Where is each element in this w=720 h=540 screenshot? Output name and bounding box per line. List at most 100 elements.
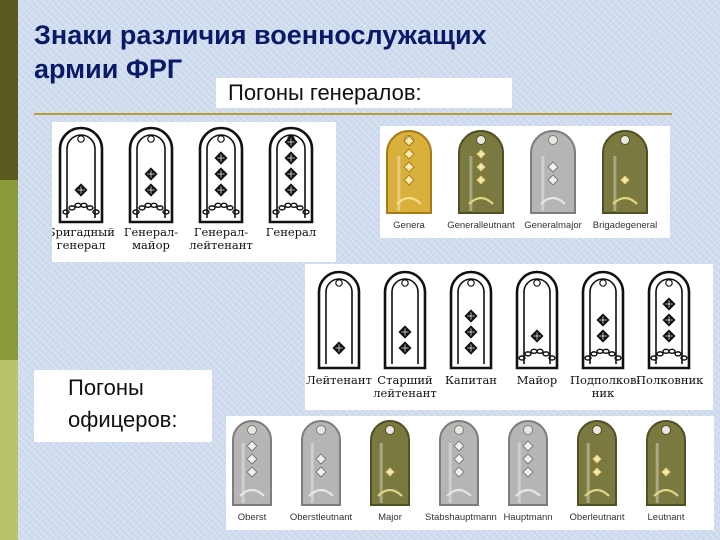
wreath-icon xyxy=(540,196,566,205)
caption-line-1: Генерал- xyxy=(193,225,249,239)
shoulder-board xyxy=(268,126,314,229)
wreath-icon xyxy=(396,196,422,205)
pip-icon xyxy=(522,453,534,465)
pip-icon xyxy=(475,148,487,160)
shoulder-board xyxy=(449,270,493,375)
board-caption: Oberst xyxy=(226,512,286,523)
pip-icon xyxy=(403,135,415,147)
button-icon xyxy=(217,135,225,143)
shoulder-board xyxy=(577,420,617,511)
pip-icon xyxy=(403,148,415,160)
board-caption: Stabshauptmann xyxy=(425,512,497,523)
chain-wreath-icon xyxy=(202,202,240,215)
pip-icon xyxy=(403,174,415,186)
board-caption: Генерал-лейтенант xyxy=(187,226,255,252)
button-icon xyxy=(661,425,671,435)
board-caption: Капитан xyxy=(438,374,504,387)
shoulder-board xyxy=(530,130,576,219)
board-caption: Генерал xyxy=(257,226,325,239)
shoulder-board xyxy=(439,420,479,511)
officers-heading-line-2: офицеров: xyxy=(68,407,178,432)
shoulder-board xyxy=(232,420,272,511)
caption-line-1: Stabshauptmann xyxy=(425,512,497,523)
shoulder-board xyxy=(646,420,686,511)
title-underline xyxy=(34,113,672,115)
pip-icon xyxy=(332,341,346,355)
button-icon xyxy=(385,425,395,435)
title-line-2: армии ФРГ xyxy=(34,54,183,84)
wreath-icon xyxy=(612,196,638,205)
pip-icon xyxy=(662,297,676,311)
sidebar-band-mid xyxy=(0,180,18,360)
caption-line-1: Oberleutnant xyxy=(569,512,625,523)
pip-icon xyxy=(619,174,631,186)
pip-icon xyxy=(144,167,158,181)
button-icon xyxy=(401,279,409,287)
wreath-icon xyxy=(515,488,541,497)
button-icon xyxy=(247,425,257,435)
wreath-icon xyxy=(584,488,610,497)
board-caption: Generalleutnant xyxy=(445,220,517,231)
pip-icon xyxy=(284,183,298,197)
shoulder-board xyxy=(581,270,625,375)
caption-line-1: Oberstleutnant xyxy=(289,512,353,523)
wreath-icon xyxy=(653,488,679,497)
caption-line-1: Генерал xyxy=(265,225,317,239)
shoulder-board xyxy=(647,270,691,375)
shoulder-board xyxy=(370,420,410,511)
shoulder-board xyxy=(128,126,174,229)
slide-title: Знаки различия военнослужащих армии ФРГ xyxy=(34,18,594,86)
pip-icon xyxy=(547,174,559,186)
caption-line-1: Major xyxy=(378,512,402,523)
shoulder-board xyxy=(458,130,504,219)
pip-icon xyxy=(591,466,603,478)
caption-line-2: майор xyxy=(132,238,170,252)
chain-wreath-icon xyxy=(584,348,622,361)
pip-icon xyxy=(315,466,327,478)
caption-line-1: Генерал- xyxy=(123,225,179,239)
pip-icon xyxy=(398,341,412,355)
pip-icon xyxy=(464,325,478,339)
pip-icon xyxy=(453,440,465,452)
wreath-icon xyxy=(446,488,472,497)
pip-icon xyxy=(403,161,415,173)
board-caption: Major xyxy=(356,512,424,523)
caption-line-2: лейтенант xyxy=(373,386,437,400)
sidebar-band-light xyxy=(0,360,18,540)
caption-line-1: Hauptmann xyxy=(503,512,553,523)
pip-icon xyxy=(144,183,158,197)
generals-heading: Погоны генералов: xyxy=(216,78,512,108)
button-icon xyxy=(592,425,602,435)
board-caption: Leutnant xyxy=(632,512,700,523)
board-caption: Полковник xyxy=(636,374,703,387)
pip-icon xyxy=(384,466,396,478)
wreath-icon xyxy=(377,488,403,497)
sidebar-band-dark xyxy=(0,0,18,180)
pip-icon xyxy=(662,313,676,327)
button-icon xyxy=(548,135,558,145)
shoulder-board xyxy=(317,270,361,375)
button-icon xyxy=(665,279,673,287)
caption-line-1: Leutnant xyxy=(647,512,685,523)
board-caption: Генерал-майор xyxy=(117,226,185,252)
button-icon xyxy=(523,425,533,435)
pip-icon xyxy=(596,329,610,343)
board-caption: Hauptmann xyxy=(494,512,562,523)
pip-icon xyxy=(398,325,412,339)
pip-icon xyxy=(246,453,258,465)
caption-line-1: Майор xyxy=(516,373,558,387)
wreath-icon xyxy=(308,488,334,497)
pip-icon xyxy=(475,161,487,173)
button-icon xyxy=(467,279,475,287)
shoulder-board xyxy=(301,420,341,511)
button-icon xyxy=(476,135,486,145)
pip-icon xyxy=(246,440,258,452)
button-icon xyxy=(316,425,326,435)
caption-line-1: Genera xyxy=(393,220,425,231)
caption-line-1: Generalleutnant xyxy=(447,220,515,231)
button-icon xyxy=(147,135,155,143)
pip-icon xyxy=(475,174,487,186)
pip-icon xyxy=(453,453,465,465)
